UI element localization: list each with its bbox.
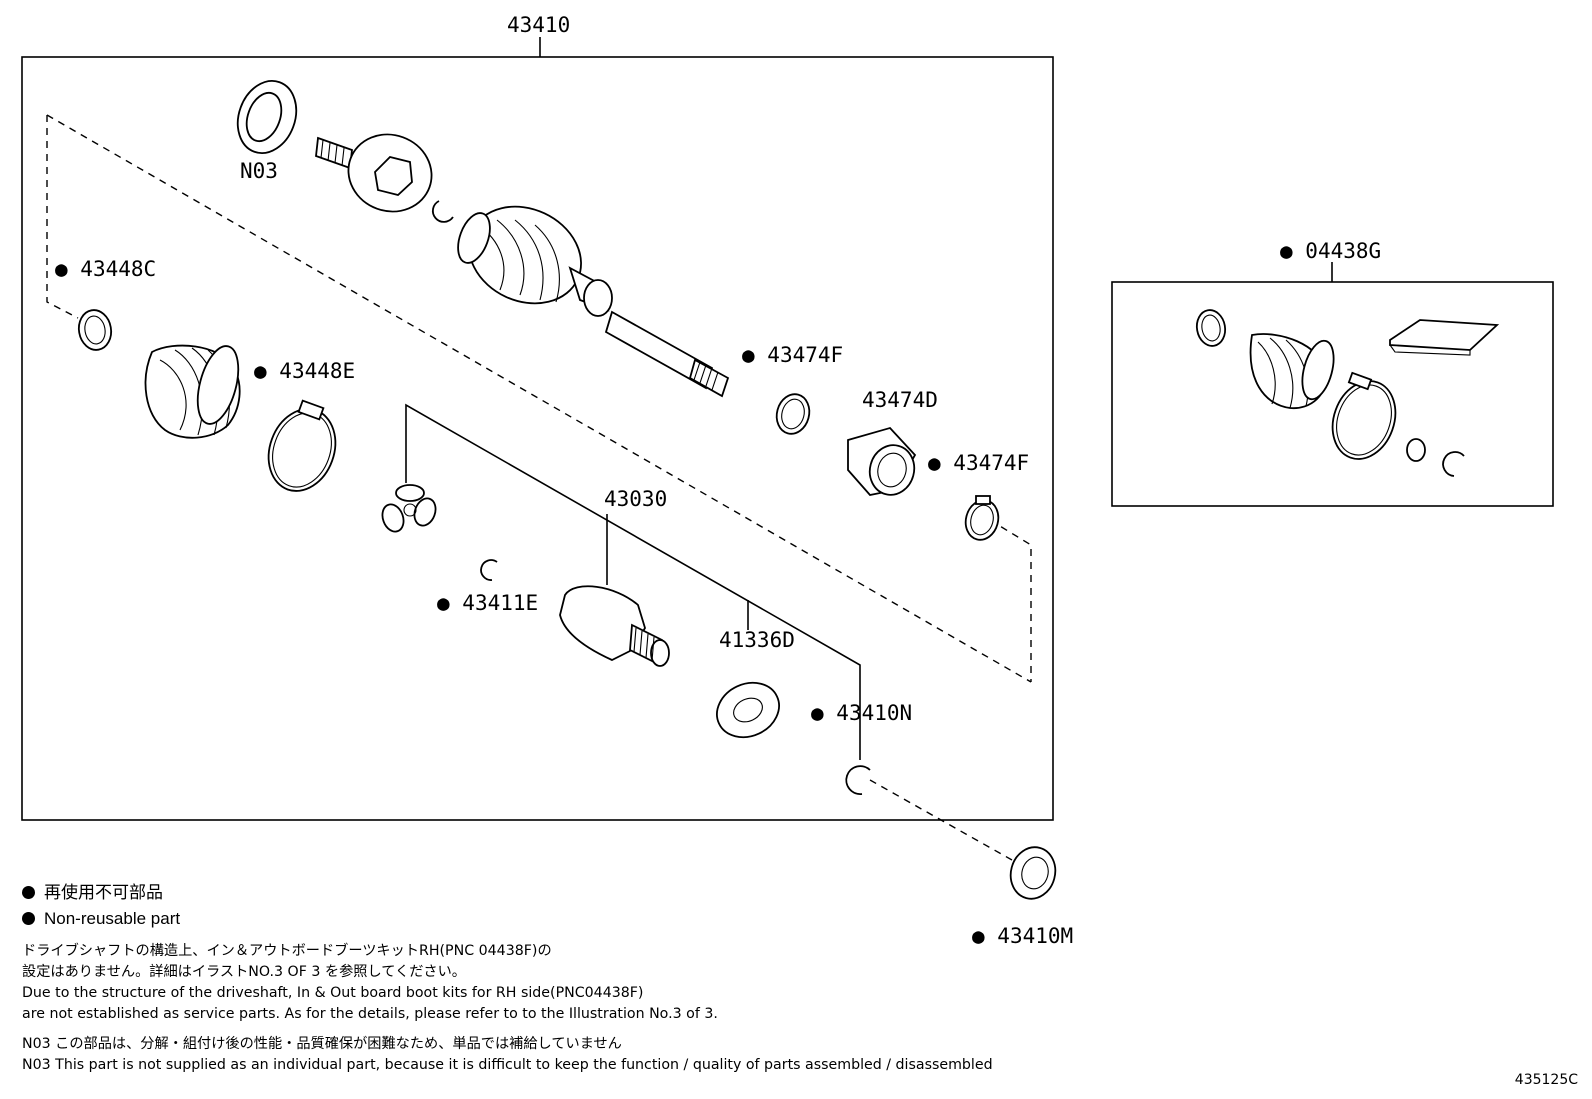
bullet-icon: [22, 912, 35, 925]
note-line4-en: are not established as service parts. As…: [22, 1006, 718, 1022]
seal-n03[interactable]: N03: [228, 73, 306, 183]
tripod[interactable]: [379, 484, 439, 535]
note-n03-en: N03 This part is not supplied as an indi…: [22, 1057, 993, 1073]
clamp-43448e[interactable]: ● 43448E: [254, 359, 355, 500]
label-43474f-upper[interactable]: ● 43474F: [742, 343, 843, 367]
dashed-guides: [46, 114, 1032, 861]
inboard-joint-housing[interactable]: [559, 585, 670, 667]
clamp-43474f-upper[interactable]: ● 43474F: [742, 343, 843, 437]
outboard-joint-shaft[interactable]: [315, 123, 730, 398]
label-43410m[interactable]: ● 43410M: [972, 924, 1073, 948]
clamp-43448c[interactable]: ● 43448C: [55, 257, 156, 352]
clamp-43474f-lower[interactable]: ● 43474F: [928, 451, 1029, 543]
illustration-code: 435125C: [1514, 1072, 1578, 1088]
legend-jp: 再使用不可部品: [22, 880, 1272, 906]
main-assembly-frame: 43410: [21, 13, 1054, 821]
washer-41336d[interactable]: 41336D: [708, 628, 795, 747]
label-43474f-lower[interactable]: ● 43474F: [928, 451, 1029, 475]
notes-block: 再使用不可部品 Non-reusable part ドライブシャフトの構造上、イ…: [22, 880, 1272, 1076]
label-43410[interactable]: 43410: [507, 13, 570, 37]
boot-kit-04438g[interactable]: ● 04438G: [1111, 239, 1554, 507]
inboard-joint-frame: 43030: [405, 403, 861, 760]
label-43030[interactable]: 43030: [604, 487, 667, 511]
note-line3-en: Due to the structure of the driveshaft, …: [22, 985, 644, 1001]
boot-outer[interactable]: [144, 342, 246, 439]
label-43448e[interactable]: ● 43448E: [254, 359, 355, 383]
damper-43474d[interactable]: 43474D: [847, 388, 938, 500]
label-43448c[interactable]: ● 43448C: [55, 257, 156, 281]
note-line2-jp: 設定はありません。詳細はイラストNO.3 OF 3 を参照してください。: [22, 964, 466, 980]
snap-ring-43410n[interactable]: ● 43410N: [811, 701, 912, 795]
snap-ring-43411e[interactable]: ● 43411E: [437, 559, 538, 615]
label-04438g[interactable]: ● 04438G: [1280, 239, 1381, 263]
label-43411e[interactable]: ● 43411E: [437, 591, 538, 615]
label-41336d[interactable]: 41336D: [719, 628, 795, 652]
label-n03[interactable]: N03: [240, 159, 278, 183]
label-43474d[interactable]: 43474D: [862, 388, 938, 412]
bullet-icon: [22, 886, 35, 899]
seal-43410m[interactable]: ● 43410M: [972, 842, 1073, 948]
note-line1-jp: ドライブシャフトの構造上、イン＆アウトボードブーツキットRH(PNC 04438…: [22, 943, 552, 959]
note-n03-jp: N03 この部品は、分解・組付け後の性能・品質確保が困難なため、単品では補給して…: [22, 1036, 622, 1052]
legend-en: Non-reusable part: [22, 906, 1272, 932]
label-43410n[interactable]: ● 43410N: [811, 701, 912, 725]
